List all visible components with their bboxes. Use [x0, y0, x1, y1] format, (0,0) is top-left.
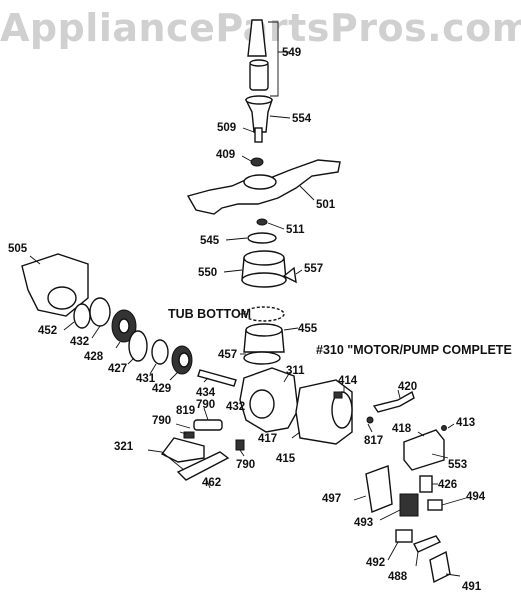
part-434-shaft — [197, 369, 237, 387]
label-505: 505 — [8, 243, 28, 255]
part-427-gasket — [127, 330, 148, 365]
label-545: 545 — [200, 235, 220, 247]
part-311-pump-housing — [239, 367, 299, 433]
label-553: 553 — [448, 459, 467, 471]
label-427: 427 — [108, 363, 127, 375]
label-414: 414 — [338, 375, 358, 387]
label-557: 557 — [304, 263, 323, 275]
label-432: 432 — [70, 336, 89, 348]
tub-bottom-heading: TUB BOTTOM — [168, 307, 251, 321]
motor-pump-heading: #310 "MOTOR/PUMP COMPLETE — [316, 343, 512, 357]
label-417: 417 — [258, 433, 277, 445]
label-501: 501 — [316, 199, 336, 211]
label-426: 426 — [438, 479, 457, 491]
label-819: 819 — [176, 405, 195, 417]
part-497-bracket — [353, 465, 393, 513]
label-491: 491 — [462, 581, 482, 593]
label-457: 457 — [218, 349, 237, 361]
label-311: 311 — [286, 365, 305, 377]
label-817: 817 — [364, 435, 383, 447]
label-428: 428 — [84, 351, 104, 363]
label-511: 511 — [286, 224, 305, 236]
label-429: 429 — [152, 383, 171, 395]
part-545-gasket — [225, 232, 277, 244]
part-431-ring — [149, 339, 169, 375]
label-554: 554 — [292, 113, 312, 125]
part-418-553-bracket — [403, 423, 455, 471]
label-497: 497 — [322, 493, 341, 505]
part-557-clip — [282, 266, 303, 284]
part-455-sump — [240, 306, 299, 353]
part-549-spray-tower — [247, 19, 290, 97]
label-321: 321 — [114, 441, 134, 453]
part-457-clamp — [240, 351, 281, 365]
label-492: 492 — [366, 557, 385, 569]
label-550: 550 — [198, 267, 217, 279]
label-493: 493 — [354, 517, 373, 529]
label-549: 549 — [282, 47, 301, 59]
part-493-solenoid — [379, 493, 419, 521]
label-432-b: 432 — [226, 401, 245, 413]
part-511-ring — [256, 218, 285, 230]
part-494-terminal — [427, 497, 467, 511]
part-554-collar — [244, 95, 291, 133]
label-455: 455 — [298, 323, 318, 335]
label-413: 413 — [456, 417, 475, 429]
part-414-420-817-wiring — [333, 386, 415, 433]
label-415: 415 — [276, 453, 296, 465]
part-motor — [291, 379, 353, 445]
label-431: 431 — [136, 373, 156, 385]
label-434: 434 — [196, 387, 216, 399]
part-452-432-seals — [63, 297, 111, 339]
part-501-spray-arm — [186, 159, 341, 215]
part-492-488-491-linkage — [387, 529, 461, 584]
label-409: 409 — [216, 149, 235, 161]
label-418: 418 — [392, 423, 412, 435]
label-488: 488 — [388, 571, 408, 583]
label-494: 494 — [466, 491, 486, 503]
label-509: 509 — [217, 122, 236, 134]
label-790-a: 790 — [196, 399, 215, 411]
label-452: 452 — [38, 325, 57, 337]
label-462: 462 — [202, 477, 221, 489]
part-790-819-fittings — [147, 407, 245, 489]
label-790-b: 790 — [152, 415, 171, 427]
part-429-cover — [169, 345, 193, 381]
part-550-housing — [223, 250, 287, 288]
part-428-impeller — [111, 309, 137, 349]
label-420: 420 — [398, 381, 417, 393]
label-790-c: 790 — [236, 459, 255, 471]
part-426-switch — [419, 475, 438, 493]
part-409-nut — [241, 155, 264, 167]
part-509-screw — [242, 127, 263, 143]
